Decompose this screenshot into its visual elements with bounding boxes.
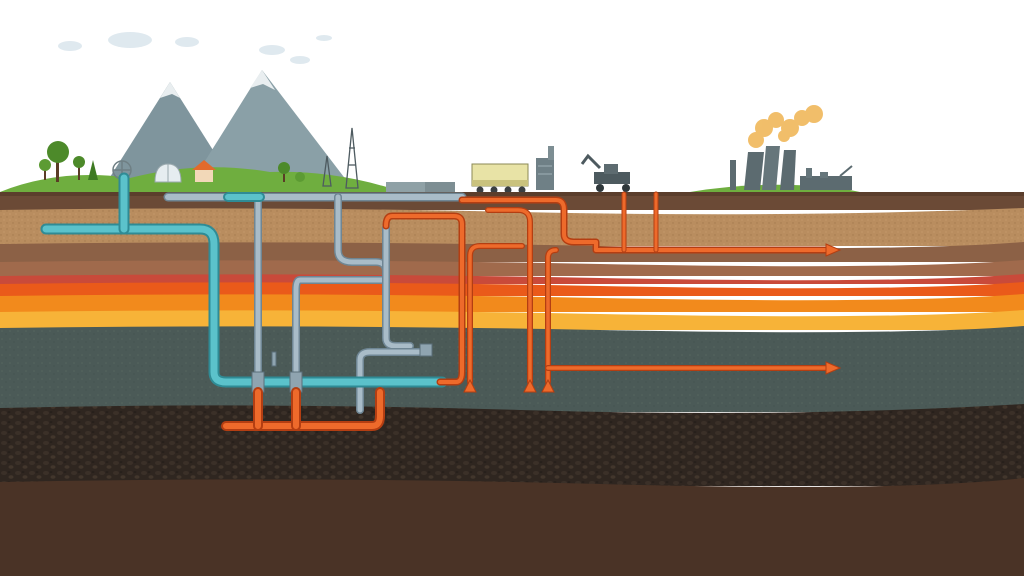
valve-icon [251, 343, 433, 393]
grey-pipe-network [163, 192, 467, 414]
surface-station-annex [425, 182, 455, 192]
hot-water-pipe [221, 191, 830, 431]
tree-icon [39, 141, 305, 182]
hut-icon [192, 160, 216, 182]
ground-surface [0, 192, 1024, 196]
tower-icon [536, 146, 554, 190]
excavator-icon [580, 153, 630, 192]
cloud-icon [58, 32, 332, 64]
truck-icon [471, 163, 529, 194]
mountain-icon [105, 70, 350, 185]
factory-icon [800, 165, 853, 190]
cooling-tower-icon [730, 105, 823, 190]
greenhouse-icon [154, 163, 182, 183]
cold-water-pipe [40, 172, 448, 388]
oil-derrick-icon [322, 127, 359, 189]
surface-station [386, 182, 441, 192]
soil-strata [0, 196, 1024, 576]
injection-nozzle [463, 378, 555, 393]
flow-arrow-icon [825, 243, 842, 375]
